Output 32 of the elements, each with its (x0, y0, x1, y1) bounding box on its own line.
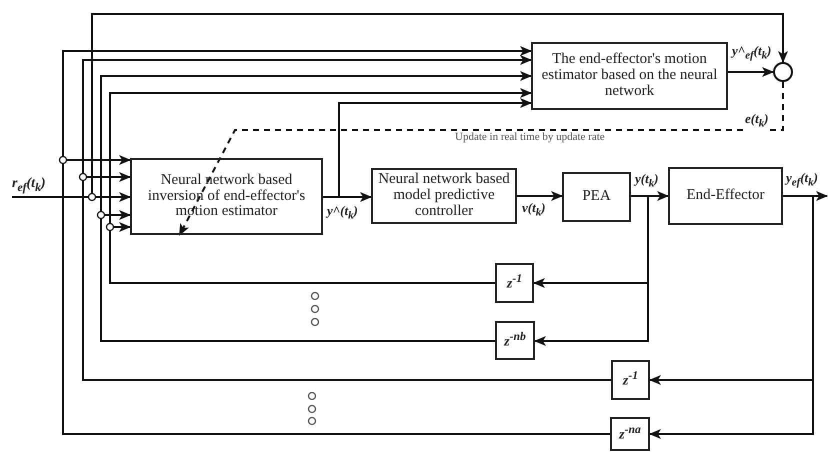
annotation-text: Update in real time by update rate (455, 131, 605, 143)
arrow (323, 98, 532, 198)
process-block (130, 158, 323, 235)
block-label: End-Effector (685, 188, 766, 204)
delay-block (495, 321, 535, 360)
signal-label: e(t$_{k}$) (744, 112, 770, 130)
arrow (100, 71, 532, 342)
delay-operator: z$^{-na}$ (619, 424, 641, 444)
block-label: The end-effector's motion estimator based on the neural network (540, 52, 718, 100)
arrow (517, 191, 563, 201)
delay-operator: z$^{-1}$ (622, 370, 638, 390)
arrow (109, 88, 532, 284)
arrow (12, 13, 788, 198)
delay-operator: z$^{-nb}$ (504, 330, 526, 350)
process-block (531, 42, 728, 110)
arrow (649, 195, 814, 439)
process-block (371, 168, 517, 224)
delay-block (495, 263, 534, 303)
process-block (668, 167, 783, 225)
block-label: Neural network based model predictive controller (377, 172, 511, 220)
block-label: PEA (581, 189, 612, 205)
delay-operator: z$^{-1}$ (506, 273, 522, 293)
block-label: Neural network based inversion of end-effector's motion estimator (146, 172, 306, 220)
signal-label: r$_{ef}$(t$_{k}$) (12, 176, 46, 194)
dashed-arrow (178, 82, 784, 236)
signal-label: y^$_{ef}$(t$_{k}$) (731, 44, 772, 62)
delay-block (610, 417, 650, 451)
delay-block (611, 360, 650, 400)
arrow (728, 67, 774, 77)
signal-label: y$_{ef}$(t$_{k}$) (785, 171, 819, 190)
process-block (562, 172, 631, 222)
arrow (534, 195, 649, 346)
